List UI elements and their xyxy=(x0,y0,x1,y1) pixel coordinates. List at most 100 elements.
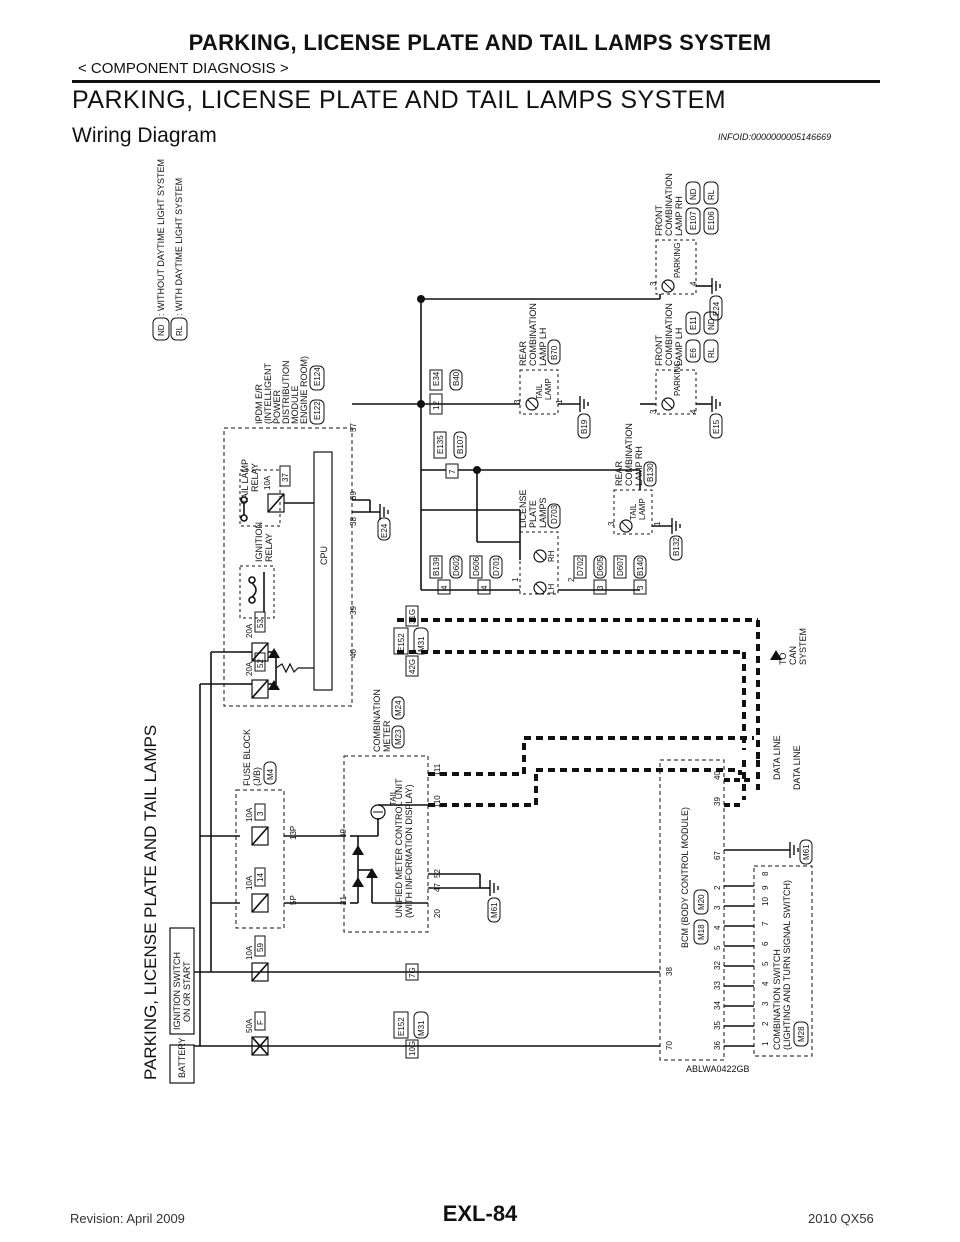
svg-text:COMBINATION: COMBINATION xyxy=(624,423,634,486)
svg-text:49: 49 xyxy=(339,829,348,838)
svg-text:LAMP RH: LAMP RH xyxy=(674,196,684,236)
svg-text:D607: D607 xyxy=(616,556,625,576)
fuse-50a xyxy=(251,1036,269,1056)
svg-text:FRONT: FRONT xyxy=(654,335,664,366)
svg-text:39: 39 xyxy=(349,606,358,615)
svg-text:E107: E107 xyxy=(689,211,698,230)
svg-text:1: 1 xyxy=(653,521,662,526)
svg-text:ND: ND xyxy=(707,318,716,330)
svg-text:B130: B130 xyxy=(646,463,655,482)
combination-switch xyxy=(753,865,813,1057)
lamp-icon xyxy=(533,581,547,595)
revision-date: Revision: April 2009 xyxy=(70,1211,185,1226)
svg-text:7: 7 xyxy=(448,469,457,474)
svg-text:M61: M61 xyxy=(802,844,811,860)
svg-text:2: 2 xyxy=(713,885,722,890)
ignition-relay xyxy=(239,565,275,619)
svg-text:10A: 10A xyxy=(245,875,254,890)
svg-text:8: 8 xyxy=(761,871,770,876)
svg-text:RL: RL xyxy=(707,189,716,200)
lamp-icon xyxy=(525,397,539,411)
svg-text:M31: M31 xyxy=(417,1020,426,1036)
svg-text:D702: D702 xyxy=(576,556,585,576)
front-combination-lamp-lh xyxy=(655,369,697,415)
svg-text:21: 21 xyxy=(339,896,348,905)
svg-text:F: F xyxy=(256,1020,265,1025)
fuse-20a-52 xyxy=(251,679,269,699)
cpu xyxy=(313,451,333,691)
svg-text:36: 36 xyxy=(713,1041,722,1050)
svg-text:1: 1 xyxy=(511,577,520,582)
svg-text:RH: RH xyxy=(547,550,556,562)
svg-text:13P: 13P xyxy=(289,826,298,840)
svg-text:RL: RL xyxy=(707,347,716,358)
svg-text:E15: E15 xyxy=(712,419,721,434)
lamp-icon xyxy=(661,397,675,411)
ipdm-er xyxy=(223,427,353,707)
svg-text:4: 4 xyxy=(689,281,698,286)
svg-text:53: 53 xyxy=(256,619,265,628)
svg-text:RELAY: RELAY xyxy=(264,533,274,562)
svg-text:CAN: CAN xyxy=(788,646,798,665)
ignition-switch-box xyxy=(169,927,195,1035)
svg-text:3: 3 xyxy=(636,585,645,590)
svg-text:20A: 20A xyxy=(245,623,254,638)
diode-icon xyxy=(268,680,280,690)
svg-text:E152: E152 xyxy=(397,1017,406,1036)
license-plate-lamps xyxy=(519,531,559,595)
svg-text:(J/B): (J/B) xyxy=(252,767,262,786)
svg-text:12: 12 xyxy=(432,401,441,410)
page-title: PARKING, LICENSE PLATE AND TAIL LAMPS SY… xyxy=(188,30,772,55)
svg-text:E34: E34 xyxy=(432,371,441,386)
svg-text:52: 52 xyxy=(256,659,265,668)
svg-text:40: 40 xyxy=(713,771,722,780)
svg-text:34: 34 xyxy=(713,1001,722,1010)
svg-text:D605: D605 xyxy=(596,556,605,576)
svg-text:UNIFIED METER CONTROL UNIT: UNIFIED METER CONTROL UNIT xyxy=(394,778,404,918)
lamp-icon xyxy=(619,519,633,533)
svg-text:LAMPS: LAMPS xyxy=(538,497,548,528)
model-year: 2010 QX56 xyxy=(808,1211,874,1226)
bcm xyxy=(659,759,725,1061)
svg-text:38: 38 xyxy=(349,517,358,526)
front-combination-lamp-rh xyxy=(655,239,697,295)
svg-text:M31: M31 xyxy=(417,636,426,652)
svg-text:E135: E135 xyxy=(436,435,445,454)
svg-text:3: 3 xyxy=(513,399,522,404)
svg-text:BCM (BODY CONTROL MODULE): BCM (BODY CONTROL MODULE) xyxy=(680,807,690,948)
svg-text:10A: 10A xyxy=(263,475,272,490)
svg-text:LICENSE: LICENSE xyxy=(518,489,528,528)
svg-text:B140: B140 xyxy=(636,557,645,576)
svg-text:3: 3 xyxy=(607,521,616,526)
svg-text:MODULE: MODULE xyxy=(290,385,300,424)
svg-text:ND: ND xyxy=(157,324,166,336)
svg-text:5: 5 xyxy=(761,961,770,966)
svg-text:PARKING: PARKING xyxy=(673,361,682,396)
svg-text:70: 70 xyxy=(665,1041,674,1050)
ground-icon xyxy=(579,396,589,412)
svg-text:M20: M20 xyxy=(697,894,706,910)
battery-label: BATTERY xyxy=(177,1037,187,1078)
svg-text:PARKING: PARKING xyxy=(673,243,682,278)
svg-text:COMBINATION: COMBINATION xyxy=(664,303,674,366)
svg-text:111: 111 xyxy=(433,763,442,776)
svg-text:E24: E24 xyxy=(380,523,389,538)
svg-text:3: 3 xyxy=(596,585,605,590)
svg-text:3: 3 xyxy=(649,281,658,286)
svg-text:42G: 42G xyxy=(408,659,417,674)
legend: ND : WITHOUT DAYTIME LIGHT SYSTEM RL : W… xyxy=(152,159,188,341)
svg-text:2: 2 xyxy=(761,1021,770,1026)
rear-combination-lamp-rh xyxy=(613,489,653,535)
svg-text:3: 3 xyxy=(761,1001,770,1006)
svg-text:57: 57 xyxy=(349,423,358,432)
svg-text:B132: B132 xyxy=(672,537,681,556)
svg-text:4: 4 xyxy=(440,585,449,590)
svg-text:M24: M24 xyxy=(394,700,403,716)
svg-text:E24: E24 xyxy=(712,301,721,316)
svg-text:ENGINE ROOM): ENGINE ROOM) xyxy=(299,356,309,424)
svg-text:METER: METER xyxy=(382,720,392,752)
svg-text:5P: 5P xyxy=(289,895,298,905)
rear-combination-lamp-lh xyxy=(519,369,559,415)
svg-text:M18: M18 xyxy=(697,924,706,940)
diode-icon xyxy=(352,845,364,855)
